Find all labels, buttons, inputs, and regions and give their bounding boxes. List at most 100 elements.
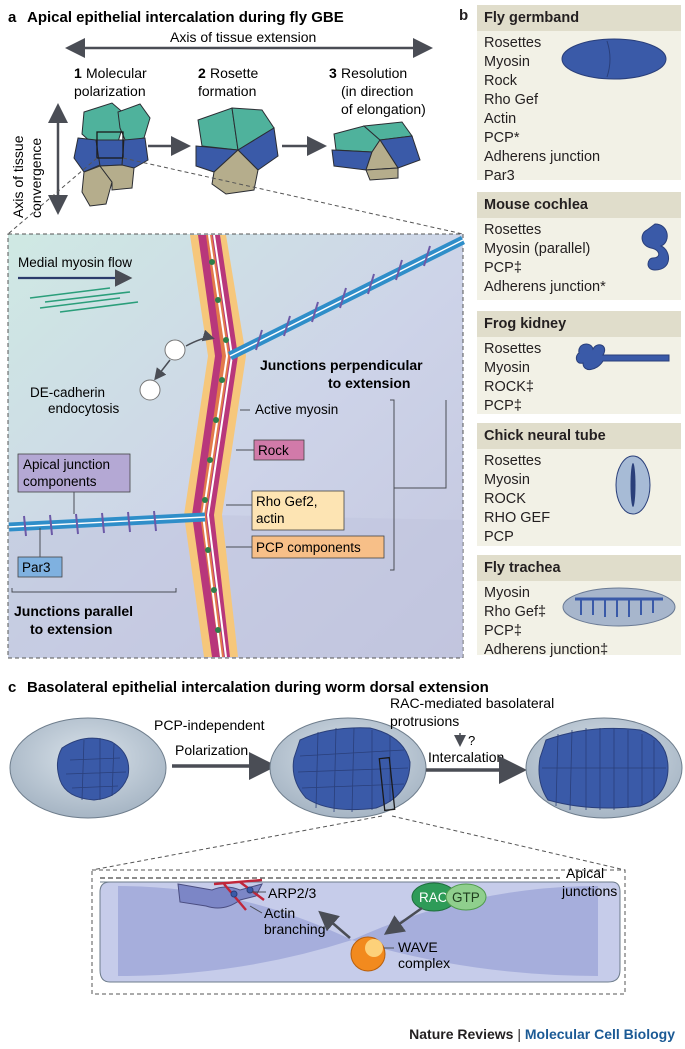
svg-text:3: 3 [329, 65, 337, 81]
journal-name: Nature Reviews [409, 1026, 514, 1042]
extension-axis-label: Axis of tissue extension [170, 29, 316, 45]
question-mark: ? [468, 733, 475, 748]
svg-text:polarization: polarization [74, 83, 146, 99]
svg-text:Rosette: Rosette [210, 65, 258, 81]
cell-cluster-polarization [73, 102, 151, 207]
frog-kidney-icon [575, 343, 670, 370]
rhogef-label-2: actin [256, 511, 285, 526]
list-item: PCP‡ [484, 623, 522, 639]
list-item: Rosettes [484, 453, 542, 469]
convergence-axis-label-1: Axis of tissue [10, 135, 26, 218]
rac-label: RAC [419, 890, 448, 905]
neural-tube-icon [615, 455, 651, 515]
journal-subtitle: Molecular Cell Biology [524, 1026, 675, 1042]
pcp-label: PCP components [256, 540, 361, 555]
svg-text:of elongation): of elongation) [341, 101, 426, 117]
actin-branching-label-2: branching [264, 921, 326, 937]
apical-junction-label-1: Apical junction [23, 457, 110, 472]
card-mouse-cochlea: Mouse cochlea Rosettes Myosin (parallel)… [477, 192, 681, 300]
list-item: Rosettes [484, 35, 542, 51]
apical-junction-label-2: components [23, 474, 97, 489]
rac-mediated-label-2: protrusions [390, 713, 459, 729]
parallel-label-1: Junctions parallel [14, 603, 133, 619]
cochlea-icon [641, 223, 669, 271]
journal-footer: Nature Reviews | Molecular Cell Biology [409, 1026, 675, 1042]
perpendicular-label-2: to extension [328, 375, 410, 391]
apical-junctions-label-1: Apical [566, 865, 604, 881]
list-item: Myosin (parallel) [484, 241, 591, 257]
card-title: Fly germband [477, 5, 681, 31]
panel-b-letter: b [459, 7, 469, 24]
gtp-label: GTP [452, 890, 480, 905]
list-item: PCP‡ [484, 398, 522, 414]
cell-cluster-rosette [195, 107, 279, 195]
list-item: Par3 [484, 168, 515, 184]
card-frog-kidney: Frog kidney Rosettes Myosin ROCK‡ PCP‡ [477, 311, 681, 414]
wave-label-2: complex [398, 955, 450, 971]
zoom-line-left [7, 157, 98, 235]
active-myosin-label: Active myosin [255, 402, 338, 417]
wave-label-1: WAVE [398, 939, 438, 955]
list-item: Adherens junction [484, 149, 601, 165]
card-chick-neural-tube: Chick neural tube Rosettes Myosin ROCK R… [477, 423, 681, 546]
list-item: PCP* [484, 130, 520, 146]
myosin-filaments [29, 287, 139, 313]
list-item: Myosin [484, 54, 530, 70]
list-item: Rho Gef [484, 92, 538, 108]
svg-text:1: 1 [74, 65, 82, 81]
embryo-2 [269, 717, 427, 819]
list-item: Adherens junction‡ [484, 642, 609, 658]
list-item: Myosin [484, 472, 530, 488]
apical-junction-box [17, 453, 131, 493]
apical-junctions-label-2: junctions [561, 883, 617, 899]
card-title: Frog kidney [477, 311, 681, 337]
perpendicular-label-1: Junctions perpendicular [260, 357, 423, 373]
zoomed-junction-box: Medial myosin flow DE-cadherin endocytos… [7, 233, 466, 659]
list-item: Myosin [484, 585, 530, 601]
panel-c-title: Basolateral epithelial intercalation dur… [27, 679, 489, 696]
rhogef-box [251, 490, 345, 531]
list-item: Rosettes [484, 341, 542, 357]
panel-a-title: Apical epithelial intercalation during f… [27, 9, 344, 26]
card-title: Fly trachea [477, 555, 681, 581]
svg-text:Molecular: Molecular [86, 65, 147, 81]
footer-separator: | [517, 1026, 521, 1042]
polarization-label: Polarization [175, 742, 248, 758]
rac-mediated-label-1: RAC-mediated basolateral [390, 695, 554, 711]
endocytosis-label-2: endocytosis [48, 401, 120, 416]
svg-text:formation: formation [198, 83, 256, 99]
list-item: RHO GEF [484, 510, 551, 526]
embryo-1 [9, 717, 167, 819]
list-item: Myosin [484, 360, 530, 376]
step-1-label: 1 Molecular polarization [74, 65, 147, 99]
list-item: PCP [484, 529, 514, 545]
list-item: Actin [484, 111, 517, 127]
pcp-independent-label: PCP-independent [154, 717, 265, 733]
medial-flow-label: Medial myosin flow [18, 255, 132, 270]
basolateral-zoom-box: Apical junctions ARP2/3 Actin branching … [91, 865, 626, 995]
card-fly-trachea: Fly trachea Myosin Rho Gef‡ PCP‡ Adheren… [477, 555, 681, 658]
panel-c-letter: c [8, 679, 16, 696]
list-item: Rho Gef‡ [484, 604, 547, 620]
actin-branching-label-1: Actin [264, 905, 295, 921]
fly-germband-icon [561, 38, 667, 80]
panel-a-letter: a [8, 9, 17, 26]
par3-label: Par3 [22, 560, 51, 575]
svg-text:2: 2 [198, 65, 206, 81]
intercalation-label: Intercalation [428, 749, 504, 765]
step-2-label: 2 Rosette formation [198, 65, 258, 99]
panel-a-diagram: a Apical epithelial intercalation during… [7, 9, 466, 659]
list-item: Adherens junction* [484, 279, 606, 295]
cell-cluster-resolution [331, 121, 421, 181]
endocytosis-label-1: DE-cadherin [30, 385, 105, 400]
list-item: ROCK‡ [484, 379, 534, 395]
rhogef-label-1: Rho Gef2, [256, 494, 318, 509]
rock-label: Rock [258, 443, 289, 458]
list-item: PCP‡ [484, 260, 522, 276]
card-title: Mouse cochlea [477, 192, 681, 218]
list-item: Rock [484, 73, 518, 89]
fly-trachea-icon [562, 587, 676, 627]
list-item: ROCK [484, 491, 526, 507]
card-fly-germband: Fly germband Rosettes Myosin Rock Rho Ge… [477, 5, 681, 184]
svg-text:(in direction: (in direction [341, 83, 413, 99]
